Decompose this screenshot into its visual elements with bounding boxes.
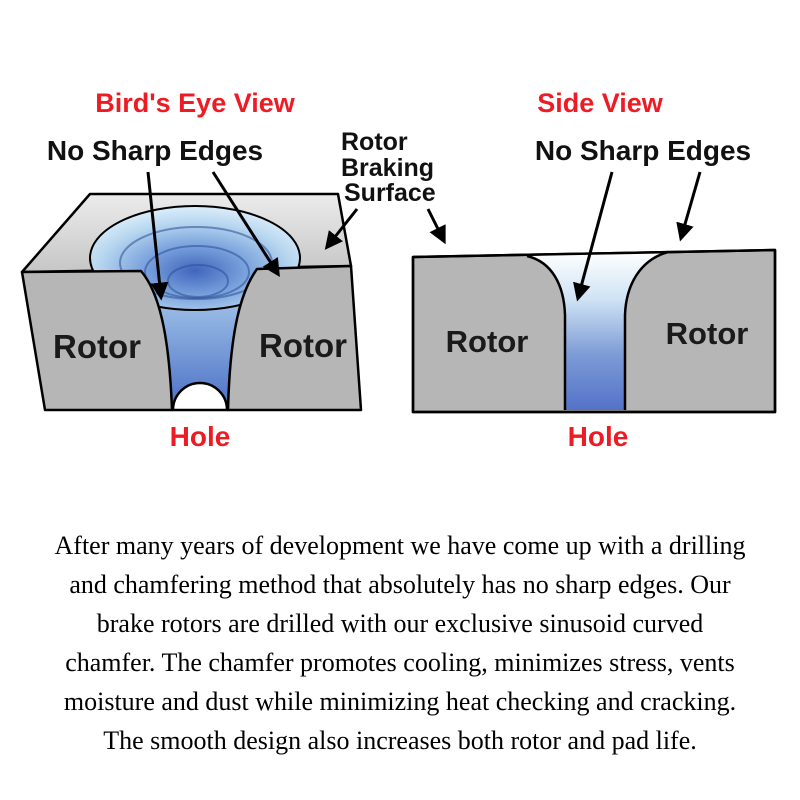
no-sharp-edges-label-left: No Sharp Edges: [47, 135, 263, 166]
rotor-label-left: Rotor: [53, 328, 141, 365]
callout-arrows: [146, 171, 702, 302]
rotor-label-left: Rotor: [446, 324, 529, 359]
paragraph-line: After many years of development we have …: [54, 531, 746, 560]
side-chamfer-curve-right: [623, 250, 669, 410]
paragraph-line: The smooth design also increases both ro…: [103, 726, 697, 755]
no-sharp-edges-label-right: No Sharp Edges: [535, 135, 751, 166]
birds-eye-title: Bird's Eye View: [95, 88, 296, 118]
svg-text:Rotor: Rotor: [341, 128, 408, 156]
description-paragraph: After many years of development we have …: [0, 526, 800, 760]
hole-label-left: Hole: [170, 421, 231, 452]
svg-text:Braking: Braking: [341, 154, 434, 182]
rotor-braking-surface-label: Rotor Braking Surface: [341, 128, 436, 207]
drill-hole-notch: [171, 381, 229, 412]
arrow-no-sharp-right-b: [676, 171, 702, 242]
side-view-title: Side View: [537, 88, 664, 118]
side-chamfer-curve-left: [526, 254, 567, 410]
paragraph-line: chamfer. The chamfer promotes cooling, m…: [65, 648, 735, 677]
arrow-no-sharp-right-a: [573, 171, 614, 302]
side-rotor-outline: [411, 248, 777, 414]
rotor-label-right: Rotor: [666, 316, 749, 351]
arrow-no-sharp-left-b: [211, 171, 280, 278]
paragraph-line: brake rotors are drilled with our exclus…: [96, 609, 704, 638]
hole-label-right: Hole: [568, 421, 629, 452]
arrow-braking-surface-right: [426, 208, 446, 245]
paragraph-line: and chamfering method that absolutely ha…: [69, 570, 731, 599]
svg-text:Surface: Surface: [344, 179, 436, 207]
rotor-label-right: Rotor: [259, 327, 347, 364]
birds-eye-diagram: Rotor Rotor: [20, 192, 363, 412]
paragraph-line: moisture and dust while minimizing heat …: [63, 687, 737, 716]
side-view-diagram: Rotor Rotor: [411, 248, 777, 414]
arrow-braking-surface-left: [324, 208, 359, 250]
rotor-chamfer-diagram: Rotor Rotor Rotor Rotor Bird's Eye View …: [20, 88, 777, 452]
arrow-no-sharp-left-a: [146, 171, 169, 301]
